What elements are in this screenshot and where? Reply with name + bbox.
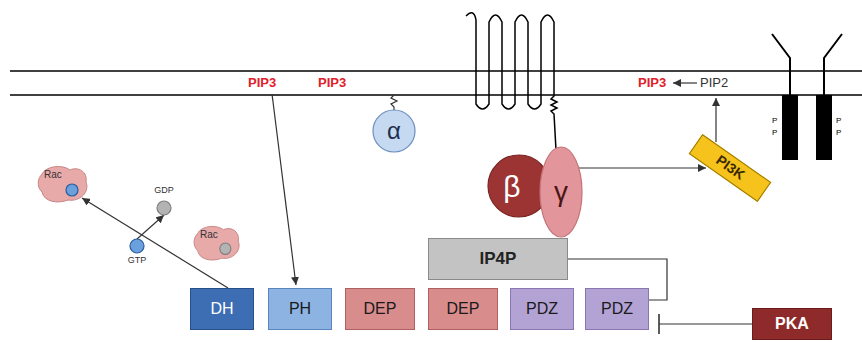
phospho-label: P xyxy=(836,128,841,137)
node-text: β xyxy=(503,170,520,203)
domain-box: DH xyxy=(190,288,254,330)
membrane-line xyxy=(10,70,862,72)
node-text: Rac xyxy=(44,169,62,180)
phospho-label: P xyxy=(772,128,777,137)
domain-box: PDZ xyxy=(510,288,574,330)
lipid-label: PIP2 xyxy=(700,76,728,91)
node-text: α xyxy=(387,118,401,144)
domain-box: DEP xyxy=(428,288,498,330)
arrow-connector xyxy=(579,168,706,169)
node-text: PH xyxy=(289,300,311,318)
connector-line xyxy=(137,215,164,239)
arrow-connector xyxy=(137,215,164,239)
domain-box: PDZ xyxy=(585,288,649,330)
inhibition-connector xyxy=(659,314,752,334)
node-text: PKA xyxy=(775,315,809,333)
conversion-arrow xyxy=(673,82,697,83)
node-text: DH xyxy=(210,300,233,318)
lipid-label: PIP3 xyxy=(318,76,346,91)
node-text: DEP xyxy=(447,300,480,318)
rac-protein: Rac xyxy=(192,224,242,262)
conversion-arrow xyxy=(715,98,716,142)
rtk-arm xyxy=(772,34,790,95)
node-text: PI3K xyxy=(713,153,747,183)
gpcr-receptor xyxy=(466,13,557,150)
node-text: GDP xyxy=(154,186,174,196)
node-text: Rac xyxy=(200,229,218,240)
node-text: PDZ xyxy=(526,300,558,318)
protein-box: IP4P xyxy=(428,238,568,280)
membrane-line xyxy=(10,94,862,96)
node-text: PDZ xyxy=(601,300,633,318)
nucleotide-circle: GDP xyxy=(150,186,178,216)
gamma-subunit: γ xyxy=(539,146,583,238)
lipid-label: PIP3 xyxy=(248,76,276,91)
connector-line xyxy=(579,167,706,168)
node-text: γ xyxy=(554,177,568,208)
phospho-label: P xyxy=(836,116,841,125)
lipid-label: PIP3 xyxy=(638,76,666,91)
phospho-label: P xyxy=(772,116,777,125)
domain-box: DEP xyxy=(345,288,415,330)
inhibition-bar xyxy=(658,314,660,334)
node-text: DEP xyxy=(364,300,397,318)
rac-protein: Rac xyxy=(36,164,90,204)
binding-arrow xyxy=(272,94,296,285)
rtk-bar xyxy=(816,95,832,160)
alpha-subunit: α xyxy=(372,109,416,153)
rtk-arm xyxy=(824,34,842,95)
connector-line xyxy=(659,323,752,324)
node-text: IP4P xyxy=(480,250,517,269)
domain-box: PH xyxy=(268,288,332,330)
nucleotide-circle: GTP xyxy=(125,238,149,268)
node-text: GTP xyxy=(128,256,147,266)
kinase-box: PKA xyxy=(752,308,832,340)
rtk-bar xyxy=(782,95,798,160)
